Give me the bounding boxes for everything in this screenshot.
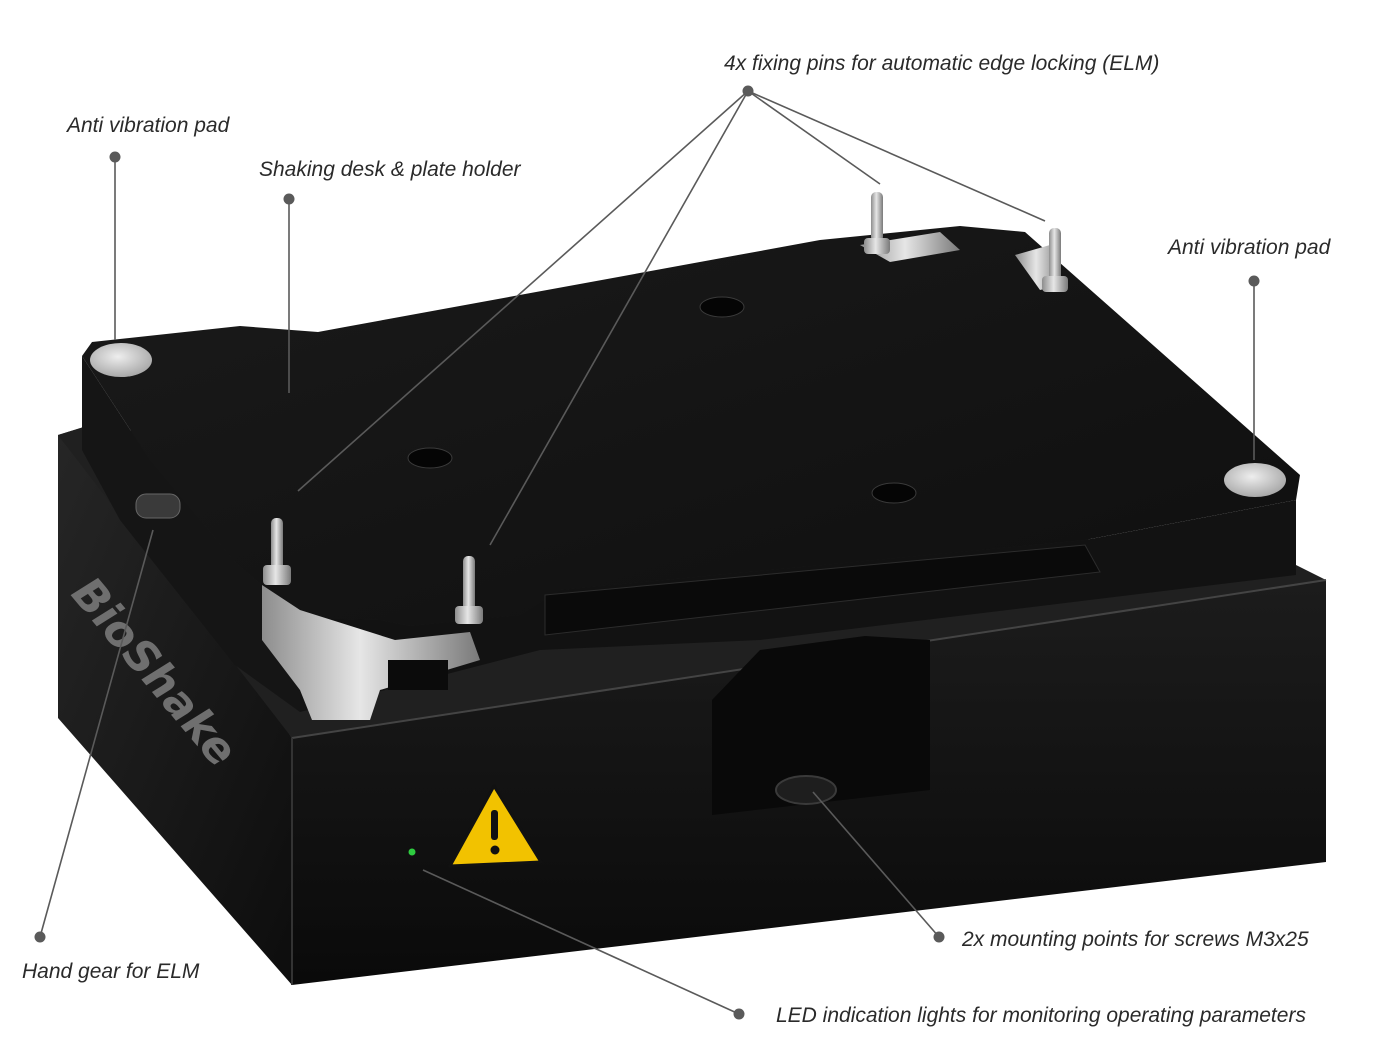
base-side-face <box>58 426 292 985</box>
locking-bracket-rear <box>860 232 960 262</box>
led-indicator <box>408 848 416 856</box>
anti-vibration-pad <box>1224 463 1286 497</box>
callout-hand-gear: Hand gear for ELM <box>22 960 200 983</box>
plate-hole <box>699 296 745 318</box>
warning-icon <box>448 784 543 868</box>
callout-shaking-desk: Shaking desk & plate holder <box>259 158 521 181</box>
hand-gear-knob <box>135 493 181 519</box>
shaking-desk-side <box>82 356 300 712</box>
fixing-pin <box>263 518 291 585</box>
callout-mounting-points: 2x mounting points for screws M3x25 <box>962 928 1309 951</box>
plate-hole <box>871 482 917 504</box>
leader-lines <box>39 90 1255 1015</box>
callout-anti-vibration-pad-right: Anti vibration pad <box>1168 236 1331 259</box>
front-channel <box>712 636 930 815</box>
leader-dots <box>34 85 1260 1020</box>
plate-slot <box>544 544 1101 636</box>
shaking-desk-top <box>82 226 1300 626</box>
fixing-pin <box>864 192 890 254</box>
fixing-pin <box>455 556 483 624</box>
fixing-pin <box>1042 228 1068 292</box>
mounting-hole <box>775 775 837 805</box>
callout-led-lights: LED indication lights for monitoring ope… <box>776 1004 1306 1027</box>
callout-anti-vibration-pad-left: Anti vibration pad <box>67 114 230 137</box>
locking-bracket <box>262 585 480 720</box>
callout-fixing-pins: 4x fixing pins for automatic edge lockin… <box>724 52 1160 75</box>
bracket-block <box>388 660 448 690</box>
plate-hole <box>407 447 453 469</box>
anti-vibration-pad <box>90 343 152 377</box>
